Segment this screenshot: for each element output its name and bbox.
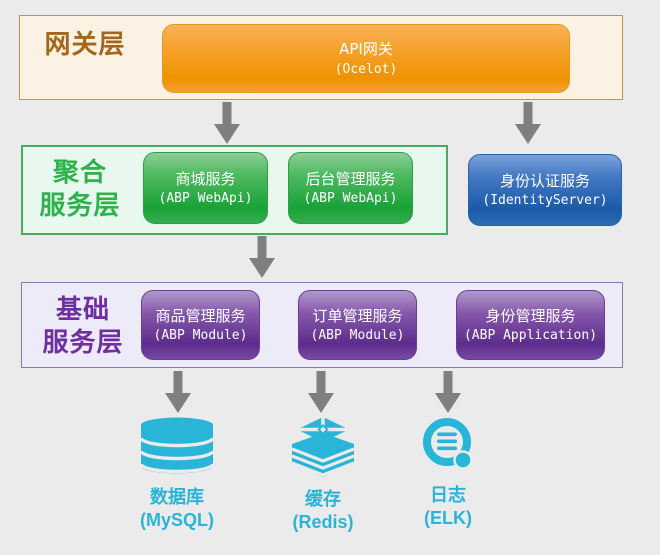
product-service-title: 商品管理服务: [155, 306, 246, 325]
identity-mgmt-service-node: 身份管理服务 (ABP Application): [456, 290, 605, 360]
log-item: 日志 (ELK): [393, 416, 503, 531]
base-label-line2: 服务层: [42, 327, 124, 358]
database-label: 数据库: [150, 487, 204, 507]
cache-label: 缓存: [305, 489, 341, 509]
identity-auth-service-node: 身份认证服务 (IdentityServer): [468, 154, 622, 226]
arrow-down-icon: [247, 236, 277, 278]
admin-service-node: 后台管理服务 (ABP WebApi): [288, 152, 413, 224]
identity-auth-subtitle: (IdentityServer): [482, 193, 608, 209]
order-service-subtitle: (ABP Module): [310, 328, 405, 344]
product-service-subtitle: (ABP Module): [153, 328, 248, 344]
database-icon: [139, 416, 215, 480]
api-gateway-title: API网关: [339, 40, 393, 59]
identity-auth-title: 身份认证服务: [499, 171, 590, 190]
gateway-layer-label: 网关层: [44, 30, 126, 60]
mall-service-title: 商城服务: [175, 169, 236, 188]
arrow-down-icon: [433, 371, 463, 413]
order-service-node: 订单管理服务 (ABP Module): [298, 290, 417, 360]
arrow-down-icon: [306, 371, 336, 413]
log-icon: [419, 416, 477, 480]
cache-sublabel: (Redis): [292, 512, 354, 533]
admin-service-title: 后台管理服务: [305, 169, 396, 188]
admin-service-subtitle: (ABP WebApi): [303, 191, 398, 207]
product-service-node: 商品管理服务 (ABP Module): [141, 290, 260, 360]
api-gateway-subtitle: (Ocelot): [334, 61, 398, 77]
aggregation-layer-label: 聚合 服务层: [28, 157, 132, 222]
cache-icon: [288, 416, 358, 480]
log-sublabel: (ELK): [424, 508, 472, 529]
arrow-down-icon: [212, 102, 242, 144]
base-label-line1: 基础: [55, 295, 110, 325]
database-item: 数据库 (MySQL): [122, 416, 232, 533]
database-sublabel: (MySQL): [140, 510, 214, 531]
identity-mgmt-title: 身份管理服务: [485, 306, 576, 325]
arrow-down-icon: [163, 371, 193, 413]
base-layer-label: 基础 服务层: [30, 294, 136, 359]
order-service-title: 订单管理服务: [312, 306, 403, 325]
mall-service-node: 商城服务 (ABP WebApi): [143, 152, 268, 224]
identity-mgmt-subtitle: (ABP Application): [463, 328, 598, 344]
api-gateway-node: API网关 (Ocelot): [162, 24, 570, 93]
aggregation-label-line2: 服务层: [39, 190, 121, 221]
aggregation-label-line1: 聚合: [52, 158, 107, 188]
cache-item: 缓存 (Redis): [268, 416, 378, 535]
log-label: 日志: [430, 485, 466, 505]
arrow-down-icon: [513, 102, 543, 144]
mall-service-subtitle: (ABP WebApi): [158, 191, 253, 207]
